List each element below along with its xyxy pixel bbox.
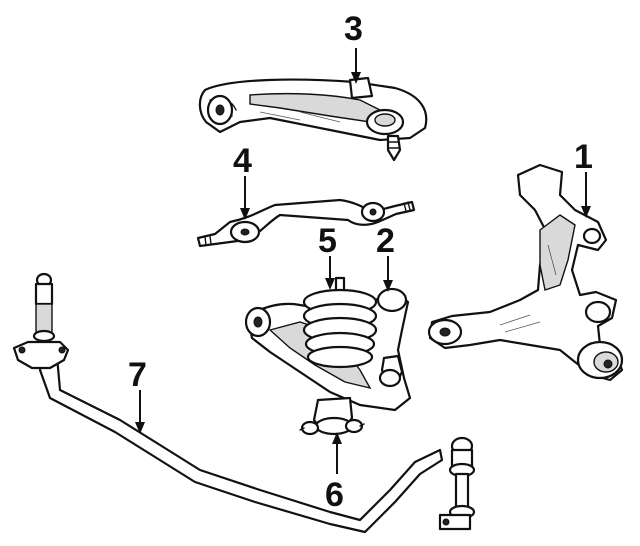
callout-5: 5 (318, 222, 337, 260)
coil-spring (302, 276, 378, 369)
callout-3: 3 (344, 10, 363, 48)
callout-7: 7 (128, 356, 147, 394)
upper-control-arm (198, 76, 428, 162)
steering-knuckle (427, 163, 624, 382)
stabilizer-link-left (12, 272, 70, 370)
callout-arrowhead-3 (351, 72, 361, 84)
callout-arrowhead-5 (325, 278, 335, 290)
strut-rod (196, 198, 416, 248)
callout-1: 1 (574, 138, 593, 176)
callout-arrowhead-1 (581, 206, 591, 218)
callout-4: 4 (233, 142, 252, 180)
callout-2: 2 (376, 222, 395, 260)
callout-labels: 3 4 1 5 2 7 6 (128, 10, 593, 514)
callout-arrowhead-6 (332, 432, 342, 444)
callout-arrowhead-4 (240, 208, 250, 220)
stabilizer-bar (12, 272, 476, 534)
callout-arrowhead-7 (135, 422, 145, 434)
stabilizer-link-right (438, 436, 476, 531)
shock-bushing (299, 396, 365, 436)
callout-arrows (135, 48, 591, 474)
callout-arrowhead-2 (383, 280, 393, 292)
callout-6: 6 (325, 476, 344, 514)
